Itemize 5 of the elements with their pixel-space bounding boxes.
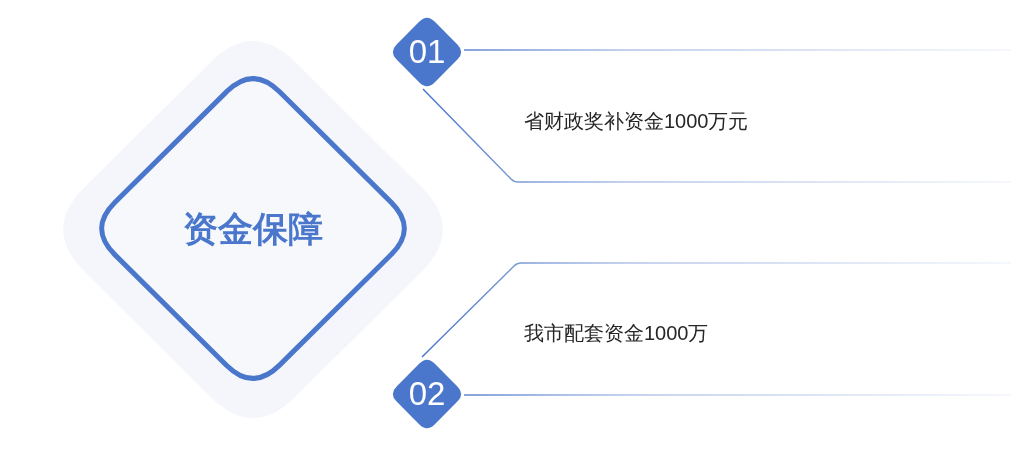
panel-text: 我市配套资金1000万 xyxy=(524,321,709,345)
badge-number: 01 xyxy=(408,32,446,72)
diamond-title: 资金保障 xyxy=(183,208,323,250)
badge-number: 02 xyxy=(408,374,446,414)
panel-text: 省财政奖补资金1000万元 xyxy=(524,109,749,133)
